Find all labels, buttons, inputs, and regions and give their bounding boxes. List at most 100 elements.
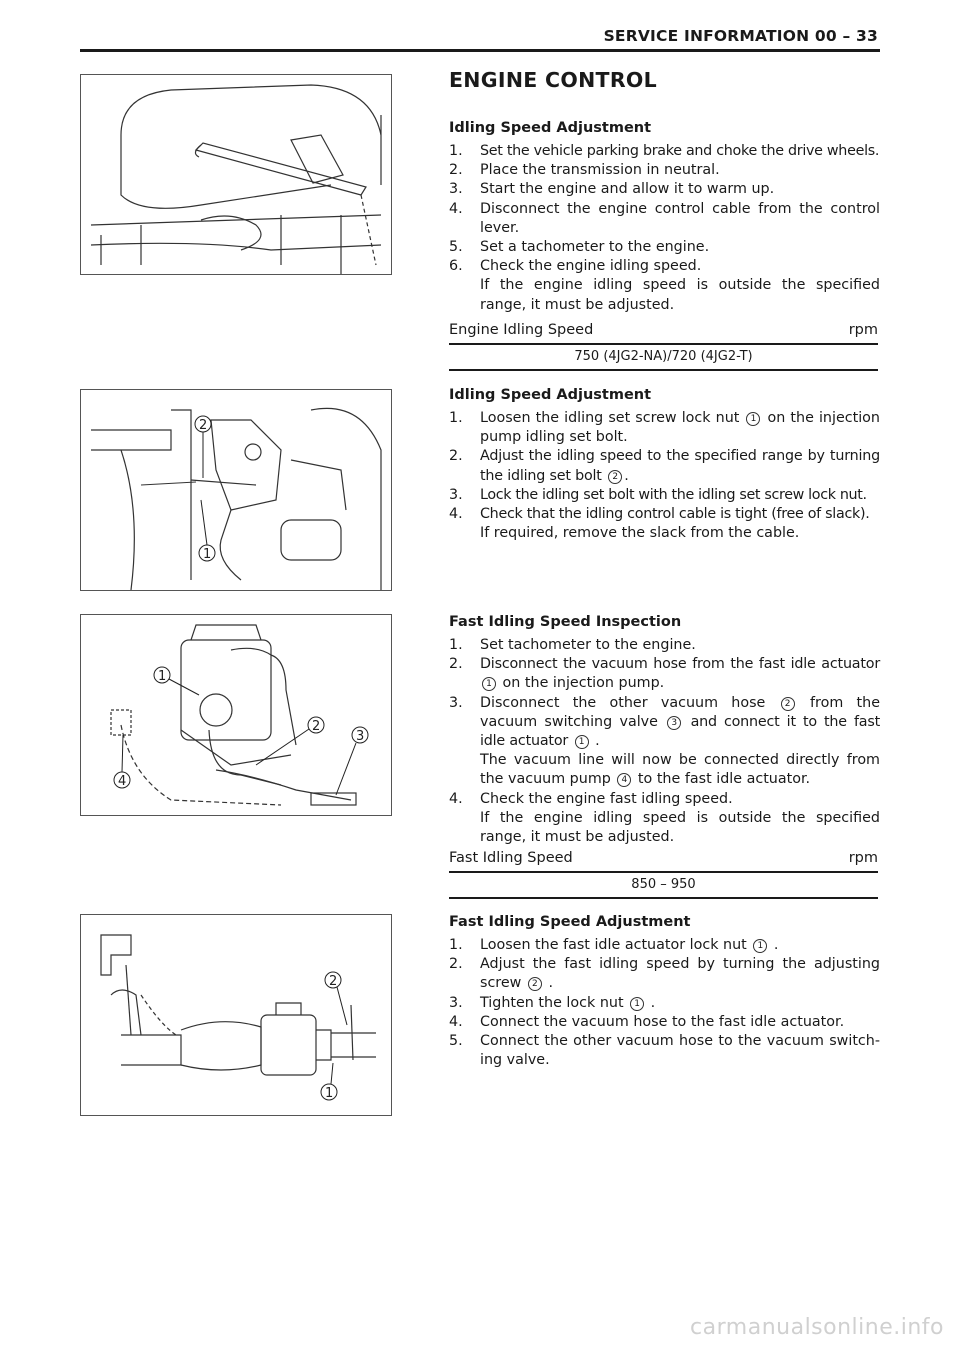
step-text: Disconnect the engine control cable from… [480, 200, 880, 236]
section-heading: Fast Idling Speed Adjustment [449, 914, 691, 930]
step-number: 5. [449, 239, 463, 256]
parking-brake-illustration [90, 84, 382, 274]
step-text: Adjust the fast idling speed by turning … [480, 956, 880, 992]
fast-idle-actuator-illustration: 2 1 [100, 934, 376, 1101]
step-text: Set the vehicle parking brake and choke … [480, 143, 880, 159]
list-item: 3. Disconnect the other vacuum hose 2 fro… [449, 694, 880, 790]
list-item: 5.Set a tachometer to the engine. [449, 238, 880, 257]
section-idling-speed-adjustment-1: Idling Speed Adjustment 1.Set the vehicl… [449, 120, 880, 315]
step-number: 4. [449, 790, 463, 807]
list-item: 2.Adjust the fast idling speed by turnin… [449, 955, 880, 993]
step-number: 2. [449, 956, 463, 973]
step-number: 2. [449, 448, 463, 465]
step-text: Connect the vacuum hose to the fast idle… [480, 1013, 845, 1030]
step-text: Adjust the idling speed to the specified… [480, 448, 880, 484]
figure-injection-pump: 1 2 3 4 [80, 614, 392, 816]
callout-ref: 1 [630, 996, 645, 1011]
steps-list: 1. Loosen the fast idle actuator lock nut… [449, 936, 880, 1070]
list-item: 6.Check the engine idling speed.If the e… [449, 257, 880, 315]
injection-pump-illustration: 1 2 3 4 [110, 624, 369, 806]
steps-list: 1. Set tachometer to the engine. 2. Discon… [449, 636, 880, 847]
list-item: 5. Connect the other vacuum hose to the v… [449, 1032, 880, 1070]
callout-ref: 1 [574, 735, 589, 750]
step-number: 6. [449, 258, 463, 275]
step-text: Disconnect the other vacuum hose [480, 694, 766, 711]
fig4-callout-1: 1 [325, 1086, 333, 1101]
step-text: and connect it to the fast idle actuator [480, 713, 881, 750]
fig3-callout-1: 1 [158, 669, 166, 684]
spec-label: Fast Idling Speed [449, 850, 573, 866]
step-text: Connect the other vacuum hose to the vac… [480, 1033, 880, 1069]
step-text: Start the engine and allow it to warm up… [480, 181, 775, 198]
header-rule [80, 49, 880, 52]
list-item: 1. Set tachometer to the engine. [449, 636, 880, 655]
step-text: . [548, 975, 554, 992]
callout-ref: 2 [608, 469, 623, 484]
step-number: 2. [449, 162, 463, 179]
spec-label: Engine Idling Speed [449, 322, 594, 338]
section-idling-speed-adjustment-2: Idling Speed Adjustment 1.Loosen the idl… [449, 387, 880, 543]
list-item: 1. Set the vehicle parking brake and chok… [449, 142, 880, 161]
step-text: on the injection pump idling set bolt. [480, 410, 880, 446]
spec-unit: rpm [848, 322, 878, 338]
section-fast-idling-speed-adjustment: Fast Idling Speed Adjustment 1. Loosen th… [449, 914, 880, 1070]
step-number: 5. [449, 1033, 463, 1050]
step-number: 4. [449, 200, 463, 217]
section-fast-idling-speed-inspection: Fast Idling Speed Inspection 1. Set tacho… [449, 614, 880, 847]
spec-fast-idling-speed: Fast Idling Speed rpm 850 – 950 [449, 850, 878, 899]
step-text: If required, remove the slack from the c… [480, 525, 800, 542]
spec-engine-idling-speed: Engine Idling Speed rpm 750 (4JG2-NA)/72… [449, 322, 878, 371]
step-text: Tighten the lock nut [480, 994, 624, 1011]
list-item: 3. Lock the idling set bolt with the idli… [449, 486, 880, 505]
step-number: 3. [449, 181, 463, 198]
spec-unit: rpm [848, 850, 878, 866]
step-text: If the engine idling speed is outside th… [480, 809, 880, 846]
watermark: carmanualsonline.info [690, 1315, 944, 1340]
list-item: 1.Loosen the idling set screw lock nut 1… [449, 409, 880, 447]
step-text: . [650, 994, 656, 1011]
page-title: ENGINE CONTROL [449, 68, 657, 92]
step-text: Disconnect the vacuum hose from the fast… [480, 656, 880, 673]
step-text: The vacuum line will now be connected di… [480, 752, 880, 788]
step-text: . [595, 733, 600, 750]
section-heading: Idling Speed Adjustment [449, 387, 652, 403]
step-text: from the vacuum switching valve [480, 694, 881, 730]
idling-set-bolt-illustration: 2 1 [91, 407, 382, 590]
callout-ref: 1 [482, 677, 496, 692]
step-text: Lock the idling set bolt with the idling… [480, 486, 867, 503]
step-number: 4. [449, 1013, 463, 1030]
callout-ref: 2 [780, 696, 795, 711]
step-number: 1. [449, 143, 463, 159]
step-text: . [773, 937, 779, 953]
fig2-callout-2: 2 [199, 418, 207, 433]
steps-list: 1. Set the vehicle parking brake and chok… [449, 142, 880, 315]
step-number: 1. [449, 410, 463, 426]
step-text: to the fast idle actuator. [637, 771, 811, 788]
step-text: . [624, 467, 629, 484]
fig4-callout-2: 2 [329, 974, 337, 989]
figure-idling-set-bolt: 2 1 [80, 389, 392, 591]
callout-ref: 2 [527, 977, 542, 992]
fig2-callout-1: 1 [203, 547, 211, 562]
figure-parking-brake [80, 74, 392, 275]
list-item: 2.Place the transmission in neutral. [449, 161, 880, 180]
callout-ref: 1 [753, 939, 768, 953]
section-heading: Fast Idling Speed Inspection [449, 614, 682, 630]
step-text: Set tachometer to the engine. [480, 637, 696, 653]
step-number: 2. [449, 656, 463, 673]
callout-ref: 3 [667, 715, 682, 730]
page-header-title: SERVICE INFORMATION 00 – 33 [603, 27, 878, 45]
step-text: Loosen the fast idle actuator lock nut [480, 937, 747, 953]
list-item: 1. Loosen the fast idle actuator lock nut… [449, 936, 880, 955]
step-number: 3. [449, 486, 463, 503]
steps-list: 1.Loosen the idling set screw lock nut 1… [449, 409, 880, 543]
list-item: 4. Connect the vacuum hose to the fast id… [449, 1013, 880, 1032]
list-item: 4. Disconnect the engine control cable fr… [449, 200, 880, 238]
list-item: 3. Start the engine and allow it to warm … [449, 180, 880, 199]
step-number: 3. [449, 694, 463, 711]
step-number: 3. [449, 994, 463, 1011]
step-number: 1. [449, 637, 463, 653]
callout-ref: 1 [746, 412, 761, 426]
step-text: Check the engine fast idling speed. [480, 790, 733, 807]
fig3-callout-4: 4 [118, 774, 126, 789]
